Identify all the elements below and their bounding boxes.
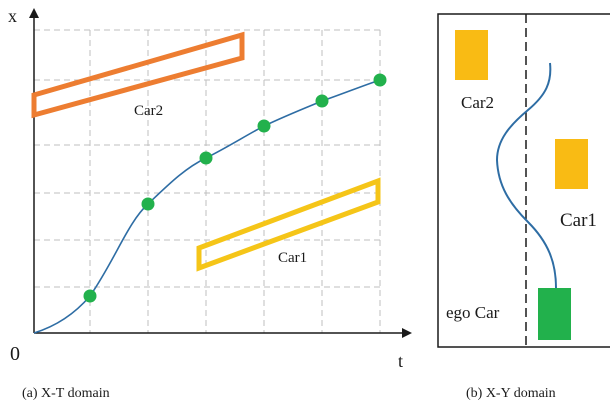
trajectory-point — [141, 197, 155, 211]
xt-panel: x t 0 Car2 Car1 — [8, 6, 412, 371]
car2-vehicle — [455, 30, 488, 80]
trajectory-point — [315, 94, 329, 108]
trajectory-point — [83, 289, 97, 303]
trajectory-point — [257, 119, 271, 133]
car1-label: Car1 — [278, 250, 307, 266]
xy-panel: Car2 Car1 ego Car — [437, 13, 610, 348]
ego-path — [495, 62, 557, 289]
car2-vehicle-label: Car2 — [461, 93, 494, 112]
car1-region — [196, 177, 381, 272]
trajectory-points — [83, 73, 387, 303]
trajectory-point — [199, 151, 213, 165]
trajectory-point — [373, 73, 387, 87]
origin-label: 0 — [10, 343, 20, 365]
car1-vehicle — [555, 139, 588, 189]
car2-label: Car2 — [134, 103, 163, 119]
caption-xt: (a) X-T domain — [22, 386, 110, 401]
road-frame — [437, 13, 610, 348]
grid — [34, 29, 381, 333]
car1-vehicle-label: Car1 — [560, 210, 597, 231]
x-axis-label: t — [398, 351, 403, 371]
caption-xy: (b) X-Y domain — [466, 386, 556, 401]
ego-vehicle — [538, 288, 571, 340]
ego-vehicle-label: ego Car — [446, 303, 500, 322]
y-axis-label: x — [8, 6, 17, 26]
car2-region — [31, 31, 245, 119]
